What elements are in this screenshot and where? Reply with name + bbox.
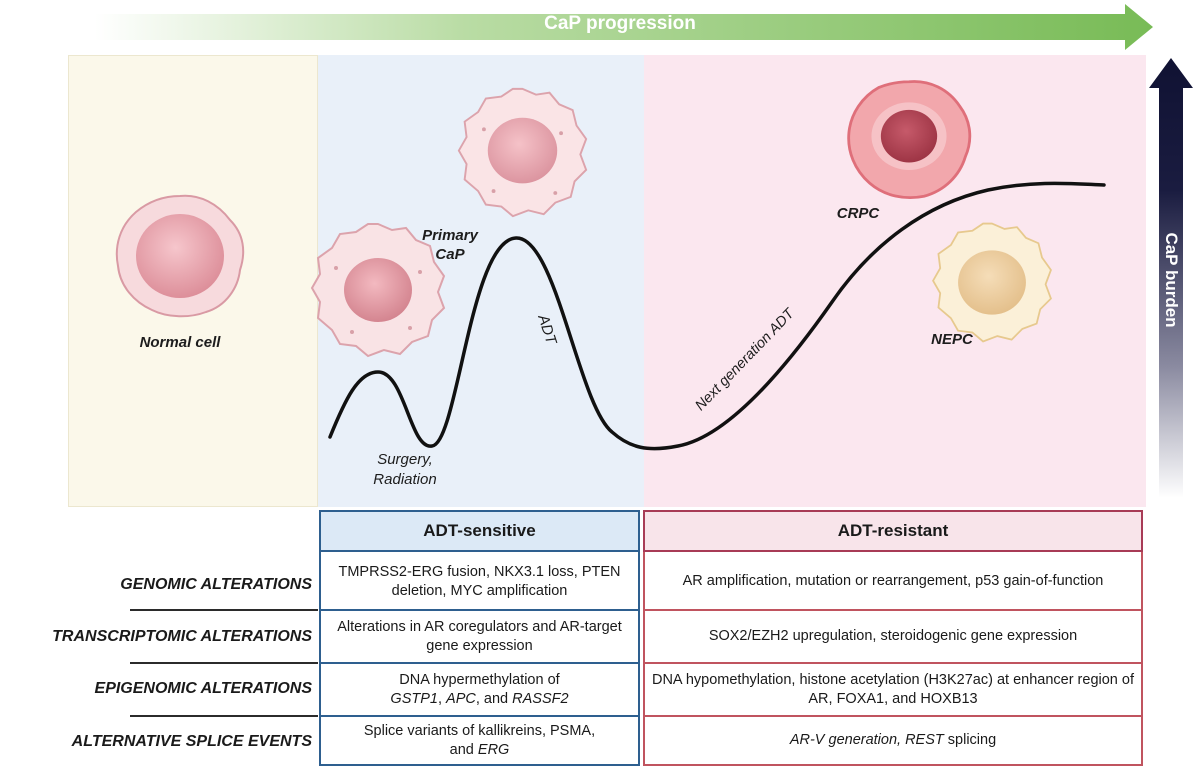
primary-cap-label: Primary CaP	[422, 227, 478, 263]
transcriptomic-alterations-label: TRANSCRIPTOMIC ALTERATIONS	[52, 628, 312, 645]
progression-label: CaP progression	[544, 13, 696, 34]
splice-resistant-italic: AR-V generation, REST	[789, 732, 944, 748]
row-divider	[130, 662, 318, 664]
gene-separator: ,	[437, 690, 447, 707]
row-divider	[321, 715, 638, 717]
adt-sensitive-column	[319, 552, 640, 766]
genomic-resistant-cell: AR amplification, mutation or rearrangem…	[682, 573, 1104, 589]
genomic-alterations-label: GENOMIC ALTERATIONS	[120, 576, 312, 593]
epigenomic-sensitive-cell: DNA hypermethylation of GSTP1, APC, and …	[321, 664, 638, 715]
early-cancer-cell-icon	[310, 223, 446, 358]
splice-sensitive-prefix: Splice variants of kallikreins, PSMA,	[363, 722, 596, 739]
burden-arrow	[1149, 58, 1193, 498]
primary-cap-cell-icon	[457, 87, 588, 218]
epigenomic-resistant-cell: DNA hypomethylation, histone acetylation…	[651, 671, 1134, 707]
surgery-radiation-label: Surgery, Radiation	[373, 451, 437, 488]
progression-arrow	[95, 4, 1153, 50]
nepc-label: NEPC	[931, 331, 973, 348]
crpc-cell-icon	[847, 80, 972, 200]
genomic-sensitive-cell: TMPRSS2-ERG fusion, NKX3.1 loss, PTEN de…	[338, 563, 621, 599]
normal-cell-icon	[115, 194, 245, 318]
normal-cell-label: Normal cell	[139, 334, 221, 351]
gene-gstp1: GSTP1	[390, 690, 438, 707]
crpc-label: CRPC	[836, 205, 880, 222]
row-divider	[321, 609, 638, 611]
splice-sensitive-cell: Splice variants of kallikreins, PSMA, an…	[321, 717, 638, 764]
adt-resistant-header: ADT-resistant	[643, 510, 1143, 552]
splice-resistant-rest: splicing	[943, 732, 997, 748]
splice-resistant-cell: AR-V generation, REST splicing	[645, 717, 1141, 764]
gene-erg: ERG	[477, 741, 510, 758]
row-divider	[645, 609, 1141, 611]
nepc-cell-icon	[932, 222, 1052, 343]
row-divider	[321, 662, 638, 664]
epigenomic-sensitive-prefix: DNA hypermethylation of	[399, 671, 560, 688]
gene-separator: , and	[475, 690, 513, 707]
adt-sensitive-header: ADT-sensitive	[319, 510, 640, 552]
row-divider	[130, 609, 318, 611]
transcriptomic-resistant-cell: SOX2/EZH2 upregulation, steroidogenic ge…	[708, 628, 1078, 644]
row-divider	[645, 715, 1141, 717]
epigenomic-alterations-label: EPIGENOMIC ALTERATIONS	[94, 680, 312, 697]
alternative-splice-events-label: ALTERNATIVE SPLICE EVENTS	[71, 733, 312, 750]
gene-apc: APC	[446, 690, 476, 707]
splice-sensitive-and: and	[449, 741, 474, 758]
row-divider	[130, 715, 318, 717]
gene-rassf2: RASSF2	[512, 690, 569, 707]
row-divider	[645, 662, 1141, 664]
transcriptomic-sensitive-cell: Alterations in AR coregulators and AR-ta…	[337, 618, 622, 654]
adt-resistant-column	[643, 552, 1143, 766]
